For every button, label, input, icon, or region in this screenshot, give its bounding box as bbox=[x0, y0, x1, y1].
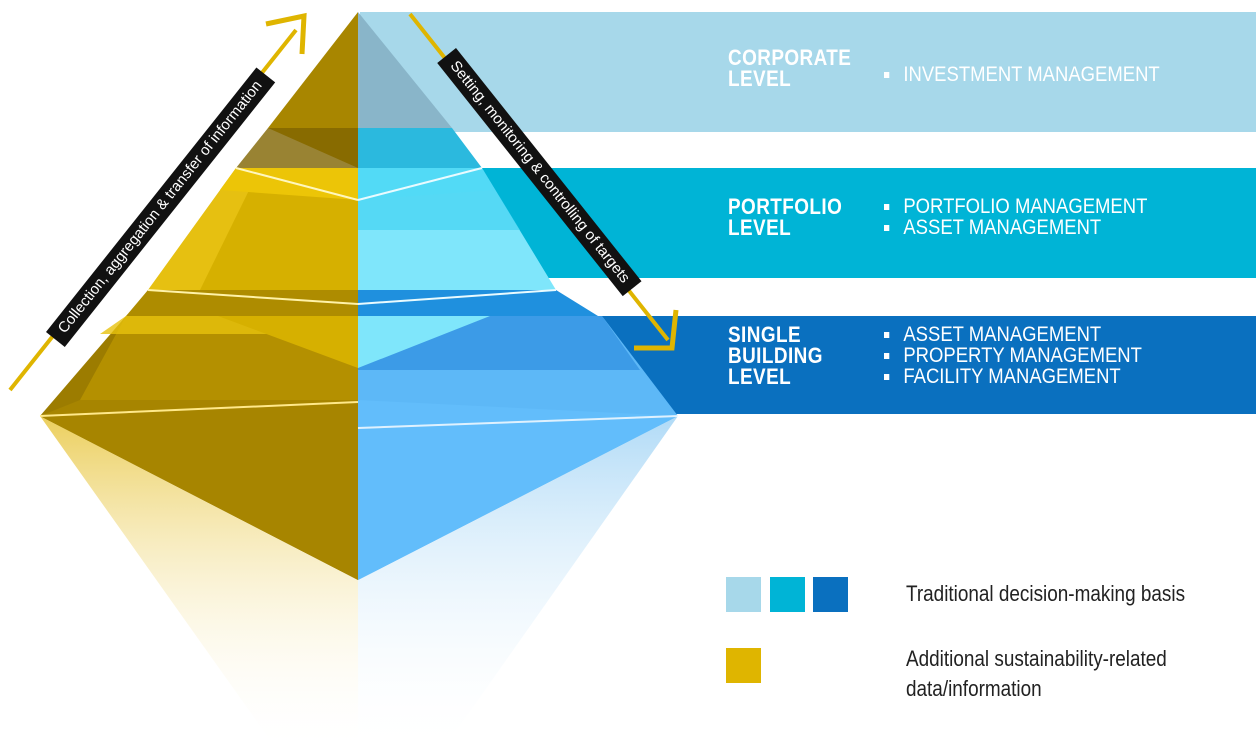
corporate-level-title-line: CORPORATE bbox=[728, 45, 852, 70]
bullet-icon bbox=[884, 332, 890, 338]
pyramid-reflection-gold bbox=[40, 416, 358, 754]
legend-sustainability-label-line: Additional sustainability-related bbox=[906, 646, 1167, 671]
corporate-level-items: INVESTMENT MANAGEMENT bbox=[884, 64, 1160, 85]
bullet-icon bbox=[884, 353, 890, 359]
bullet-icon bbox=[884, 72, 890, 78]
legend-swatch-portfolio bbox=[770, 577, 805, 612]
legend-swatch-corporate bbox=[726, 577, 761, 612]
corporate-level-band bbox=[360, 12, 1256, 132]
item-label: ASSET MANAGEMENT bbox=[903, 323, 1102, 346]
item-label: ASSET MANAGEMENT bbox=[903, 216, 1102, 239]
corporate-level-title-line: LEVEL bbox=[728, 66, 792, 91]
bullet-icon bbox=[884, 204, 890, 210]
legend-traditional-label: Traditional decision-making basis bbox=[906, 581, 1186, 606]
down-arrow-head bbox=[634, 309, 679, 351]
item-label: FACILITY MANAGEMENT bbox=[903, 365, 1121, 388]
list-item: PORTFOLIO MANAGEMENT bbox=[884, 196, 1147, 217]
portfolio-level-title-line: LEVEL bbox=[728, 215, 792, 240]
list-item: ASSET MANAGEMENT bbox=[884, 324, 1142, 345]
item-label: INVESTMENT MANAGEMENT bbox=[903, 63, 1160, 86]
list-item: FACILITY MANAGEMENT bbox=[884, 366, 1142, 387]
single-building-level-title-line: BUILDING bbox=[728, 343, 823, 368]
pyramid-reflection-blue bbox=[358, 416, 678, 754]
legend-swatch-building bbox=[813, 577, 848, 612]
single-building-level-title-line: SINGLE bbox=[728, 322, 802, 347]
portfolio-level-items: PORTFOLIO MANAGEMENT ASSET MANAGEMENT bbox=[884, 196, 1147, 238]
legend-sustainability-label-line: data/information bbox=[906, 676, 1042, 701]
item-label: PORTFOLIO MANAGEMENT bbox=[903, 195, 1148, 218]
item-label: PROPERTY MANAGEMENT bbox=[903, 344, 1142, 367]
bullet-icon bbox=[884, 225, 890, 231]
portfolio-level-title-line: PORTFOLIO bbox=[728, 194, 843, 219]
portfolio-level-title: PORTFOLIO LEVEL bbox=[728, 194, 843, 240]
up-arrow-head bbox=[265, 12, 307, 55]
list-item: ASSET MANAGEMENT bbox=[884, 217, 1147, 238]
single-building-level-items: ASSET MANAGEMENT PROPERTY MANAGEMENT FAC… bbox=[884, 324, 1142, 387]
corporate-level-title: CORPORATE LEVEL bbox=[728, 45, 852, 91]
list-item: INVESTMENT MANAGEMENT bbox=[884, 64, 1160, 85]
legend-swatch-sustainability bbox=[726, 648, 761, 683]
bullet-icon bbox=[884, 374, 890, 380]
list-item: PROPERTY MANAGEMENT bbox=[884, 345, 1142, 366]
legend-sustainability-label: Additional sustainability-related data/i… bbox=[906, 644, 1167, 704]
single-building-level-title-line: LEVEL bbox=[728, 364, 792, 389]
single-building-level-title: SINGLE BUILDING LEVEL bbox=[728, 322, 823, 389]
